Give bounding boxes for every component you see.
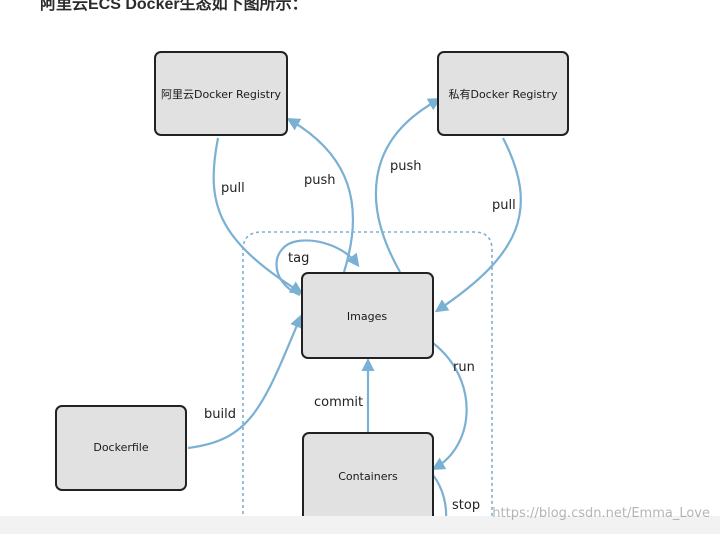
node-images: Images xyxy=(301,272,434,359)
edge-label-commit: commit xyxy=(314,395,363,410)
edge-run xyxy=(431,342,468,470)
node-label-private-registry: 私有Docker Registry xyxy=(448,87,558,101)
edge-label-run: run xyxy=(453,360,475,375)
node-private-registry: 私有Docker Registry xyxy=(437,51,569,136)
node-label-images: Images xyxy=(347,310,387,323)
edge-label-push-right: push xyxy=(390,159,422,174)
footer-bar xyxy=(0,516,720,534)
edge-pull-right xyxy=(434,137,522,313)
watermark: https://blog.csdn.net/Emma_Love xyxy=(492,506,710,521)
intro-text: 阿里云ECS Docker生态如下图所示： xyxy=(40,0,308,13)
node-containers: Containers xyxy=(302,432,434,524)
edge-pull-left xyxy=(212,137,304,295)
edge-tag xyxy=(275,239,360,297)
edge-label-stop: stop xyxy=(452,498,480,513)
node-label-aliyun-registry: 阿里云Docker Registry xyxy=(161,88,282,101)
edge-label-push-left: push xyxy=(304,173,336,188)
node-aliyun-registry: 阿里云Docker Registry xyxy=(154,51,288,136)
edge-build xyxy=(187,314,303,450)
edge-label-pull-right: pull xyxy=(492,198,516,213)
edge-push-right xyxy=(374,98,442,273)
edge-stop xyxy=(432,474,448,521)
node-label-containers: Containers xyxy=(338,470,398,483)
node-label-dockerfile: Dockerfile xyxy=(93,441,149,454)
edge-label-pull-left: pull xyxy=(221,181,245,196)
edge-label-tag: tag xyxy=(288,251,309,266)
edge-label-build: build xyxy=(204,407,236,422)
local-host-region xyxy=(242,231,493,520)
edge-push-left xyxy=(286,118,355,273)
node-dockerfile: Dockerfile xyxy=(55,405,187,491)
